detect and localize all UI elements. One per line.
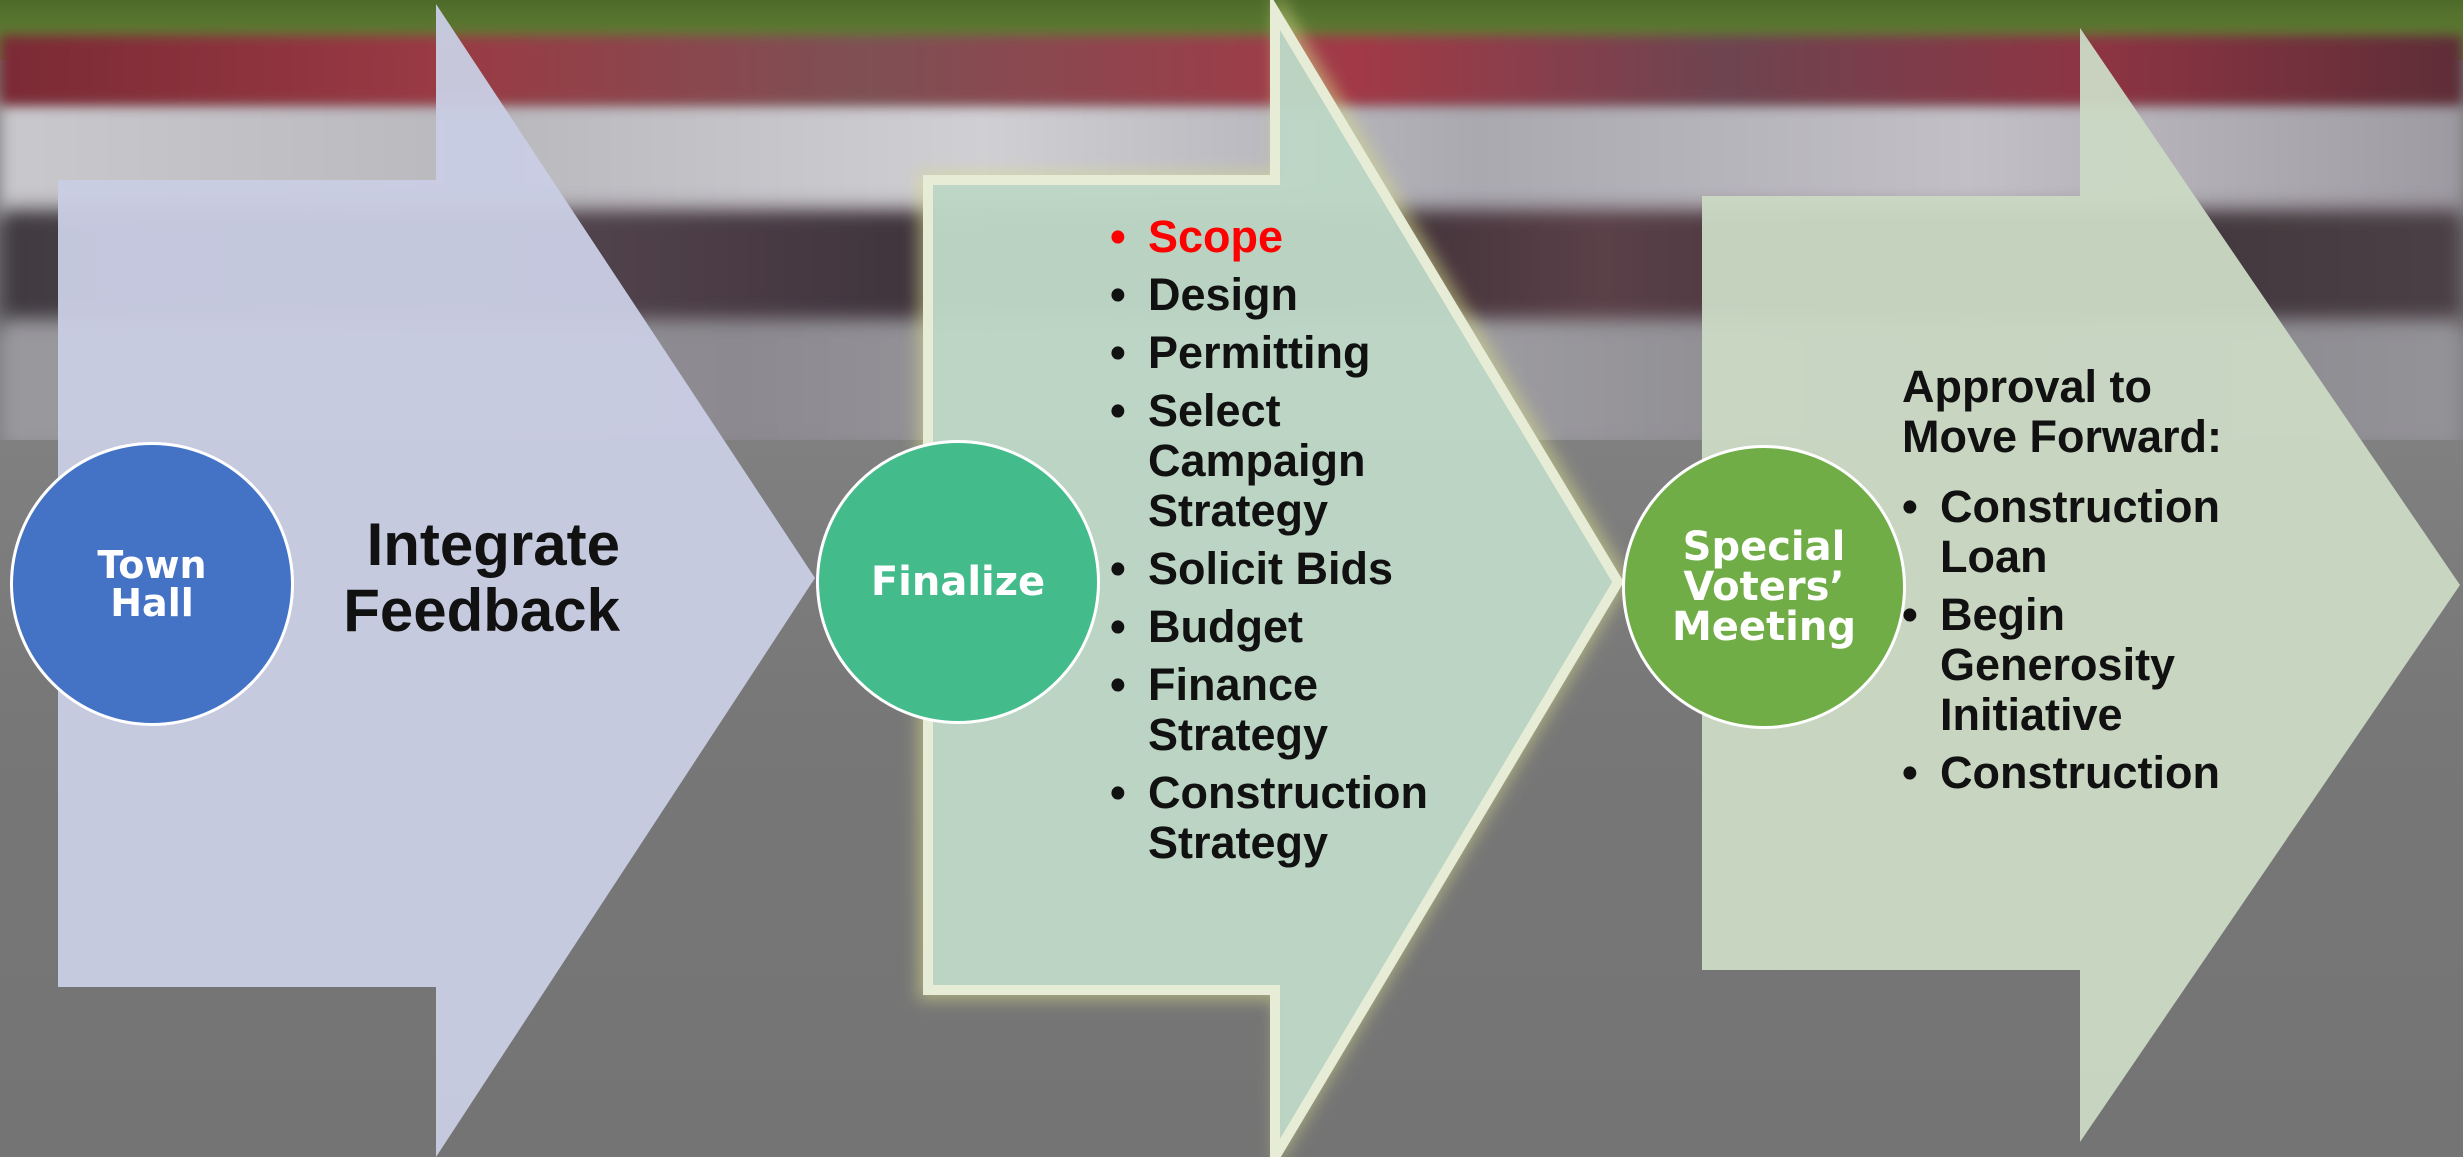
approval-item-generosity-initiative: Begin Generosity Initiative [1900,590,2300,740]
town-hall-label: Town Hall [97,543,207,625]
finalize-item-solicit-bids: Solicit Bids [1106,544,1466,595]
finalize-item-budget: Budget [1106,602,1466,653]
finalize-item-finance-strategy: Finance Strategy [1106,660,1466,760]
finalize-label: Finalize [870,559,1046,605]
approval-heading: Approval to Move Forward: [1902,361,2223,462]
finalize-item-design: Design [1106,270,1466,321]
integrate-feedback-text: Integrate Feedback [343,511,620,644]
finalize-item-permitting: Permitting [1106,328,1466,379]
finalize-item-scope: Scope [1106,212,1466,263]
special-voters-meeting-circle: Special Voters’ Meeting [1622,445,1906,729]
finalize-item-construction-strategy: Construction Strategy [1106,768,1466,868]
finalize-items-list: Scope Design Permitting Select Campaign … [1106,212,1466,876]
stage-arrow-3 [1702,28,2460,1142]
approval-item-construction: Construction [1900,748,2300,799]
background-red-band [0,35,2463,105]
stage-arrow-1 [58,4,815,1157]
approval-items-list: Construction Loan Begin Generosity Initi… [1900,482,2300,806]
special-voters-meeting-label: Special Voters’ Meeting [1671,524,1856,650]
approval-item-construction-loan: Construction Loan [1900,482,2300,582]
finalize-circle: Finalize [816,440,1100,724]
town-hall-circle: Town Hall [10,442,294,726]
finalize-item-campaign-strategy: Select Campaign Strategy [1106,386,1466,536]
